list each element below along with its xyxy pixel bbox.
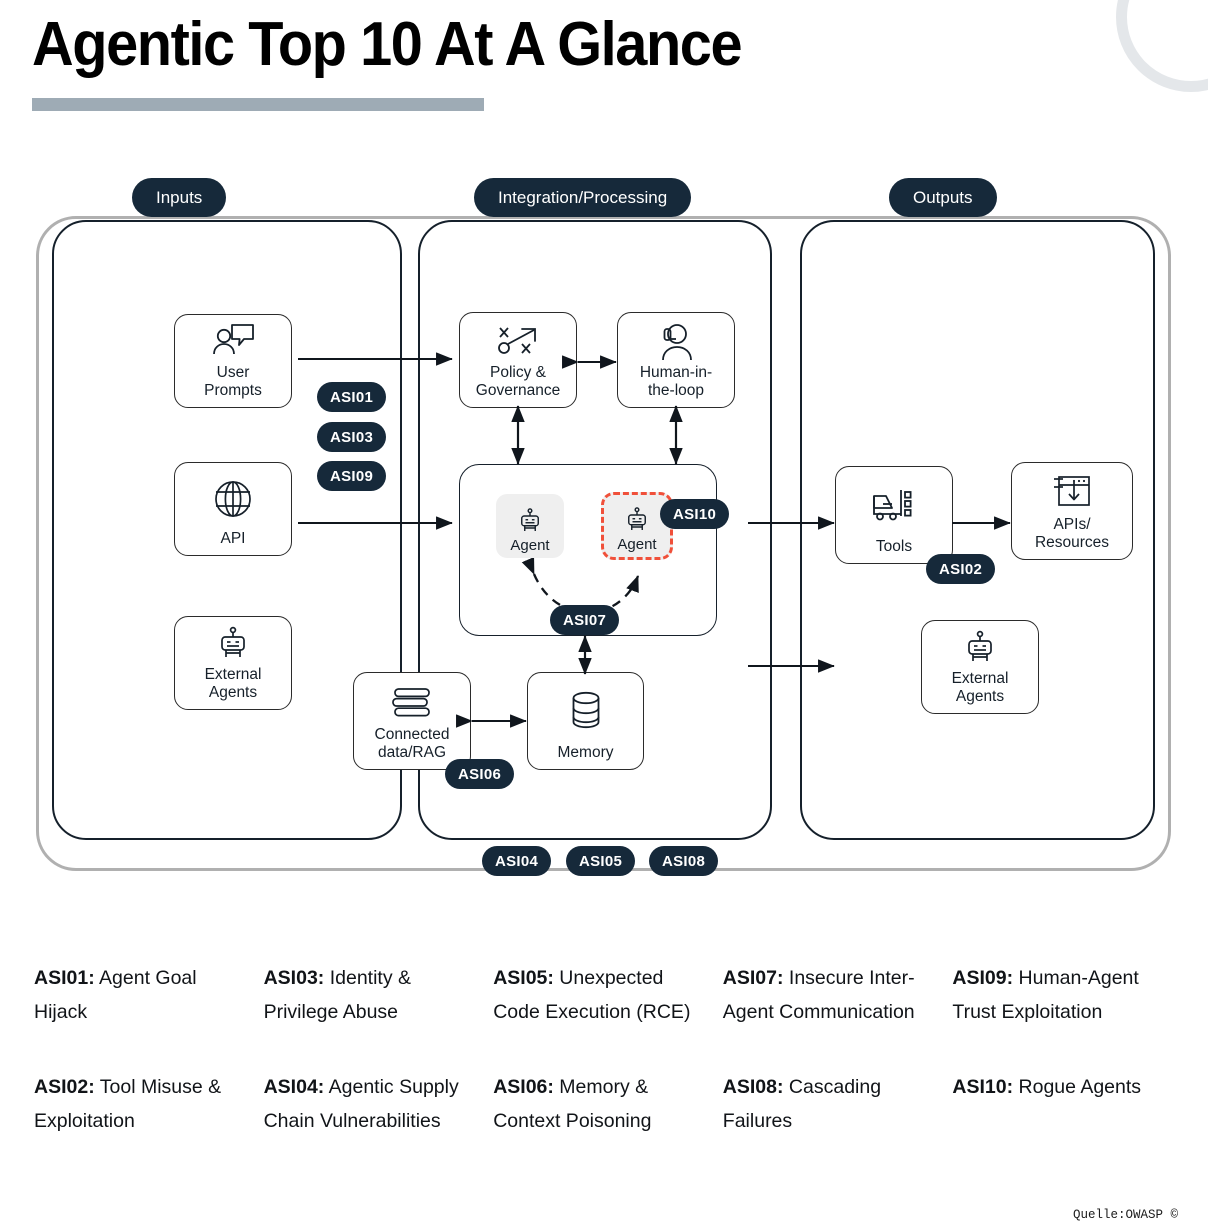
node-apis-resources[interactable]: APIs/ Resources: [1011, 462, 1133, 560]
node-external-agents-input[interactable]: External Agents: [174, 616, 292, 710]
badge-asi04[interactable]: ASI04: [482, 846, 552, 876]
legend-code: ASI09:: [952, 967, 1014, 989]
title-underline-rule: [32, 98, 484, 111]
node-api[interactable]: API: [174, 462, 292, 556]
legend-item-asi05: ASI05: Unexpected Code Execution (RCE): [493, 962, 698, 1029]
node-human-in-the-loop[interactable]: Human-in- the-loop: [617, 312, 735, 408]
node-label: Memory: [557, 743, 614, 761]
node-agent-b-flagged[interactable]: Agent: [601, 492, 673, 560]
node-policy-governance[interactable]: Policy & Governance: [459, 312, 577, 408]
legend-code: ASI10:: [952, 1076, 1014, 1099]
source-attribution: Quelle:OWASP ©: [1072, 1208, 1178, 1222]
badge-asi09[interactable]: ASI09: [317, 461, 387, 491]
badge-asi02[interactable]: ASI02: [926, 554, 996, 584]
legend-column-2: ASI03: Identity & Privilege Abuse ASI04:…: [264, 962, 486, 1138]
column-title-integration: Integration/Processing: [474, 178, 692, 217]
legend-code: ASI02:: [34, 1076, 95, 1099]
diagram-canvas: Inputs Integration/Processing Outputs: [0, 178, 1208, 896]
legend-code: ASI07:: [722, 967, 784, 989]
legend-text: Human-Agent Trust Exploitation: [952, 967, 1139, 1023]
legend-item-asi10: ASI10: Rogue Agents: [952, 1071, 1157, 1105]
node-agent-a[interactable]: Agent: [496, 494, 564, 558]
node-label: Agent: [617, 536, 657, 553]
legend-item-asi03: ASI03: Identity & Privilege Abuse: [264, 962, 469, 1029]
badge-asi06[interactable]: ASI06: [445, 759, 515, 789]
legend-column-3: ASI05: Unexpected Code Execution (RCE) A…: [493, 962, 715, 1138]
badge-asi03[interactable]: ASI03: [317, 422, 387, 452]
legend-text: Agent Goal Hijack: [34, 967, 197, 1023]
node-label: Connected data/RAG: [374, 726, 450, 761]
badge-asi07[interactable]: ASI07: [550, 605, 620, 635]
legend-code: ASI05:: [493, 967, 554, 989]
page-title: Agentic Top 10 At A Glance: [32, 10, 743, 79]
legend-code: ASI08:: [722, 1076, 784, 1099]
legend-column-5: ASI09: Human-Agent Trust Exploitation AS…: [952, 962, 1174, 1138]
forklift-icon: [836, 467, 952, 538]
legend-item-asi09: ASI09: Human-Agent Trust Exploitation: [952, 962, 1157, 1029]
node-label: User Prompts: [204, 364, 262, 399]
badge-asi08[interactable]: ASI08: [649, 846, 719, 876]
legend-code: ASI04:: [263, 1076, 325, 1099]
node-memory[interactable]: Memory: [527, 672, 644, 770]
node-label: External Agents: [204, 666, 262, 701]
legend-item-asi08: ASI08: Cascading Failures: [723, 1071, 928, 1138]
legend-column-4: ASI07: Insecure Inter-Agent Communicatio…: [723, 962, 945, 1138]
node-label: APIs/ Resources: [1034, 516, 1110, 551]
legend-text: Tool Misuse & Exploitation: [34, 1076, 222, 1132]
globe-icon: [175, 463, 291, 530]
legend-code: ASI03:: [263, 967, 325, 989]
books-icon: [354, 673, 470, 726]
node-label: Tools: [875, 537, 913, 555]
node-user-prompts[interactable]: User Prompts: [174, 314, 292, 408]
node-label: Human-in- the-loop: [639, 364, 713, 399]
legend-item-asi04: ASI04: Agentic Supply Chain Vulnerabilit…: [264, 1071, 469, 1138]
legend-code: ASI06:: [493, 1076, 554, 1099]
legend-text: Memory & Context Poisoning: [493, 1076, 652, 1132]
robot-icon: [628, 507, 646, 530]
badge-asi01[interactable]: ASI01: [317, 382, 387, 412]
legend-column-1: ASI01: Agent Goal Hijack ASI02: Tool Mis…: [34, 962, 256, 1138]
column-title-outputs: Outputs: [889, 178, 997, 217]
legend-text: Insecure Inter-Agent Communication: [722, 967, 915, 1023]
strategy-icon: [460, 313, 576, 364]
legend: ASI01: Agent Goal Hijack ASI02: Tool Mis…: [0, 962, 1208, 1138]
node-label: External Agents: [951, 670, 1009, 705]
column-title-inputs: Inputs: [132, 178, 227, 217]
database-icon: [528, 673, 643, 744]
node-external-agents-output[interactable]: External Agents: [921, 620, 1039, 714]
legend-text: Cascading Failures: [722, 1076, 882, 1132]
node-label: Agent: [510, 537, 550, 554]
legend-text: Agentic Supply Chain Vulnerabilities: [263, 1076, 459, 1132]
user-prompt-icon: [175, 315, 291, 364]
node-label: API: [220, 529, 246, 547]
robot-icon: [175, 617, 291, 666]
node-label: Policy & Governance: [475, 364, 561, 399]
node-tools[interactable]: Tools: [835, 466, 953, 564]
legend-item-asi07: ASI07: Insecure Inter-Agent Communicatio…: [723, 962, 928, 1029]
legend-text: Rogue Agents: [1013, 1076, 1142, 1099]
legend-item-asi06: ASI06: Memory & Context Poisoning: [493, 1071, 698, 1138]
legend-text: Identity & Privilege Abuse: [263, 967, 412, 1023]
badge-asi10[interactable]: ASI10: [660, 499, 730, 529]
robot-icon: [922, 621, 1038, 670]
node-connected-data-rag[interactable]: Connected data/RAG: [353, 672, 471, 770]
legend-item-asi01: ASI01: Agent Goal Hijack: [34, 962, 239, 1029]
robot-icon: [521, 508, 539, 531]
legend-code: ASI01:: [34, 967, 95, 989]
badge-asi05[interactable]: ASI05: [566, 846, 636, 876]
page-header: Agentic Top 10 At A Glance: [32, 14, 795, 111]
decorative-corner-arc: [1116, 0, 1208, 92]
legend-text: Unexpected Code Execution (RCE): [493, 967, 691, 1023]
legend-item-asi02: ASI02: Tool Misuse & Exploitation: [34, 1071, 239, 1138]
download-window-icon: [1012, 463, 1132, 516]
headset-person-icon: [618, 313, 734, 364]
